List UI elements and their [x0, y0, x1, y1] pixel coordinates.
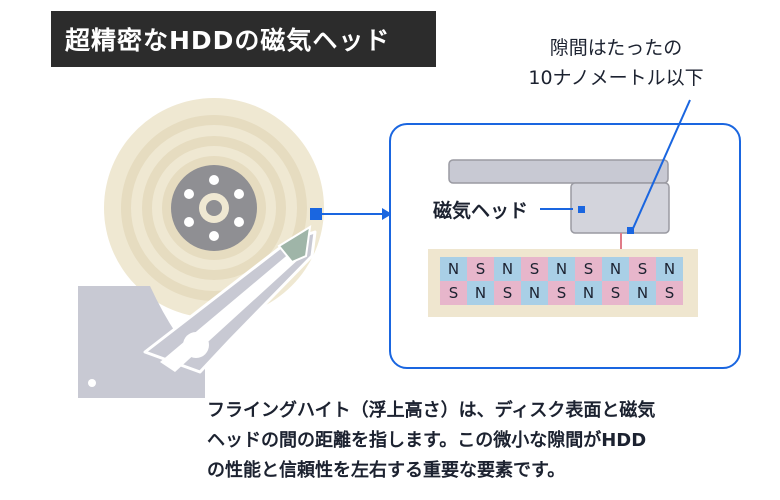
magnet-cell-label: S — [530, 260, 540, 278]
magnet-cell-n — [494, 257, 521, 281]
magnet-cell-label: S — [665, 284, 675, 302]
magnet-cell-n — [440, 257, 467, 281]
gap-pointer-line — [630, 99, 691, 234]
gap-annotation-line2: 10ナノメートル以下 — [528, 67, 704, 89]
head-position-marker — [310, 208, 322, 220]
magnetic-head-label: 磁気ヘッド — [433, 200, 529, 222]
magnet-cell-s — [575, 257, 602, 281]
magnet-cell-label: N — [502, 260, 513, 278]
magnet-cell-label: S — [503, 284, 513, 302]
magnet-cell-label: N — [475, 284, 486, 302]
actuator-screw — [88, 379, 96, 387]
magnet-cell-label: N — [610, 260, 621, 278]
gap-annotation-line1: 隙間はたったの — [549, 37, 683, 59]
magnet-cell-s — [494, 281, 521, 305]
head-slider-rail — [448, 159, 669, 184]
caption-line3: の性能と信頼性を左右する重要な要素です。 — [207, 460, 566, 481]
magnet-cell-n — [548, 257, 575, 281]
head-label-dot — [578, 206, 585, 213]
caption-line2: ヘッドの間の距離を指します。この微小な隙間がHDD — [207, 430, 647, 451]
magnet-cell-label: N — [664, 260, 675, 278]
magnet-cell-s — [656, 281, 683, 305]
actuator-arm — [143, 225, 317, 374]
magnet-cell-label: N — [556, 260, 567, 278]
magnet-cell-label: N — [448, 260, 459, 278]
magnet-cell-s — [629, 257, 656, 281]
magnet-cell-n — [656, 257, 683, 281]
gap-pointer-dot — [627, 227, 634, 234]
magnet-cell-label: S — [476, 260, 486, 278]
magnet-cell-s — [521, 257, 548, 281]
magnet-cell-label: N — [529, 284, 540, 302]
zoom-arrow-head — [382, 208, 392, 220]
magnetic-head-block — [570, 182, 670, 234]
spindle-hub — [171, 165, 257, 251]
magnet-cell-n — [575, 281, 602, 305]
caption-line1: フライングハイト（浮上高さ）は、ディスク表面と磁気 — [207, 400, 656, 421]
magnet-cell-s — [548, 281, 575, 305]
magnet-cell-label: N — [583, 284, 594, 302]
magnet-cell-label: S — [611, 284, 621, 302]
magnet-cell-n — [521, 281, 548, 305]
magnet-cell-label: S — [638, 260, 648, 278]
magnet-cell-label: S — [557, 284, 567, 302]
magnet-cell-s — [440, 281, 467, 305]
magnet-cell-label: S — [584, 260, 594, 278]
magnet-cell-n — [467, 281, 494, 305]
magnet-cell-n — [602, 257, 629, 281]
magnet-cell-label: N — [637, 284, 648, 302]
page-title: 超精密なHDDの磁気ヘッド — [65, 26, 391, 55]
magnet-cell-s — [602, 281, 629, 305]
caption-text: フライングハイト（浮上高さ）は、ディスク表面と磁気 ヘッドの間の距離を指します。… — [207, 396, 767, 486]
magnet-cell-label: S — [449, 284, 459, 302]
title-banner: 超精密なHDDの磁気ヘッド — [51, 11, 436, 67]
magnet-cell-n — [629, 281, 656, 305]
magnet-cell-s — [467, 257, 494, 281]
gap-annotation: 隙間はたったの 10ナノメートル以下 — [516, 33, 716, 93]
